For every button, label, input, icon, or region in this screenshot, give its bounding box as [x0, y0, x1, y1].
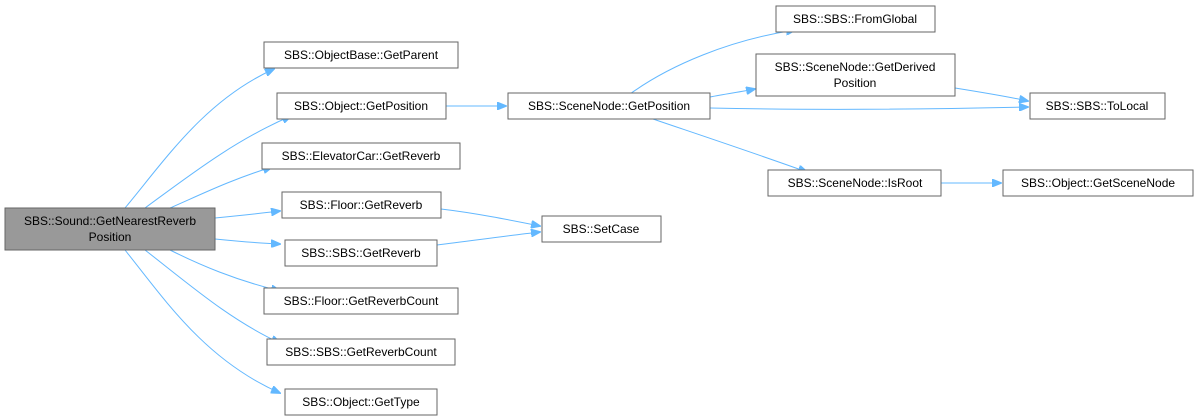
node-scenenode-getderivedposition[interactable]: SBS::SceneNode::GetDerived Position — [755, 53, 956, 97]
node-elevatorcar-getreverb[interactable]: SBS::ElevatorCar::GetReverb — [261, 142, 461, 170]
node-setcase-label: SBS::SetCase — [563, 222, 640, 236]
edge-root-to-object-getposition — [144, 116, 291, 209]
node-sbs-getreverb-label: SBS::SBS::GetReverb — [301, 246, 421, 260]
edge-root-to-floor-getreverb — [214, 211, 280, 219]
node-scenenode-getderivedposition-line-2: Position — [834, 76, 877, 90]
node-root-line-2: Position — [89, 230, 132, 244]
edge-root-to-objectbase-getparent — [124, 69, 274, 209]
node-root[interactable]: SBS::Sound::GetNearestReverb Position — [4, 207, 216, 251]
node-sbs-getreverbcount[interactable]: SBS::SBS::GetReverbCount — [266, 338, 456, 366]
node-floor-getreverbcount[interactable]: SBS::Floor::GetReverbCount — [263, 287, 459, 315]
edge-root-to-floor-getreverbcount — [169, 249, 280, 291]
edges — [124, 30, 1028, 393]
edge-root-to-sbs-getreverbcount — [144, 249, 280, 343]
node-setcase[interactable]: SBS::SetCase — [541, 215, 662, 243]
edge-scenenode-getposition-to-scenenode-isroot — [649, 117, 807, 172]
node-elevatorcar-getreverb-label: SBS::ElevatorCar::GetReverb — [282, 149, 441, 163]
node-object-gettype-label: SBS::Object::GetType — [302, 395, 420, 409]
edge-root-to-object-gettype — [124, 249, 280, 393]
node-scenenode-getposition[interactable]: SBS::SceneNode::GetPosition — [507, 92, 711, 120]
edge-root-to-sbs-getreverb — [214, 238, 280, 244]
node-scenenode-getderivedposition-line-1: SBS::SceneNode::GetDerived — [775, 60, 936, 74]
node-scenenode-isroot-label: SBS::SceneNode::IsRoot — [788, 176, 923, 190]
node-objectbase-getparent[interactable]: SBS::ObjectBase::GetParent — [263, 41, 459, 69]
edge-sbs-getreverb-to-setcase — [436, 232, 540, 246]
edge-scenenode-getposition-to-sbs-fromglobal — [629, 30, 795, 95]
edge-scenenode-getposition-to-scenenode-getderivedposition — [709, 89, 755, 98]
edge-root-to-elevatorcar-getreverb — [169, 167, 272, 209]
node-sbs-getreverbcount-label: SBS::SBS::GetReverbCount — [285, 345, 437, 359]
node-object-getposition-label: SBS::Object::GetPosition — [294, 99, 428, 113]
node-scenenode-isroot[interactable]: SBS::SceneNode::IsRoot — [767, 169, 942, 197]
node-floor-getreverb[interactable]: SBS::Floor::GetReverb — [281, 191, 442, 219]
edge-scenenode-getposition-to-sbs-tolocal — [709, 107, 1028, 109]
node-sbs-fromglobal[interactable]: SBS::SBS::FromGlobal — [775, 5, 936, 33]
node-scenenode-getposition-label: SBS::SceneNode::GetPosition — [528, 99, 690, 113]
node-floor-getreverbcount-label: SBS::Floor::GetReverbCount — [284, 294, 439, 308]
node-object-getscenenode[interactable]: SBS::Object::GetSceneNode — [1002, 169, 1194, 197]
node-sbs-getreverb[interactable]: SBS::SBS::GetReverb — [284, 239, 438, 267]
node-root-line-1: SBS::Sound::GetNearestReverb — [24, 214, 196, 228]
node-object-getposition[interactable]: SBS::Object::GetPosition — [276, 92, 447, 120]
node-sbs-fromglobal-label: SBS::SBS::FromGlobal — [793, 12, 917, 26]
node-floor-getreverb-label: SBS::Floor::GetReverb — [300, 198, 423, 212]
edge-scenenode-getderivedposition-to-sbs-tolocal — [954, 87, 1028, 101]
node-objectbase-getparent-label: SBS::ObjectBase::GetParent — [284, 48, 439, 62]
node-object-getscenenode-label: SBS::Object::GetSceneNode — [1021, 176, 1175, 190]
node-object-gettype[interactable]: SBS::Object::GetType — [284, 388, 438, 416]
node-sbs-tolocal[interactable]: SBS::SBS::ToLocal — [1029, 92, 1166, 120]
node-sbs-tolocal-label: SBS::SBS::ToLocal — [1046, 99, 1149, 113]
edge-floor-getreverb-to-setcase — [440, 208, 540, 226]
